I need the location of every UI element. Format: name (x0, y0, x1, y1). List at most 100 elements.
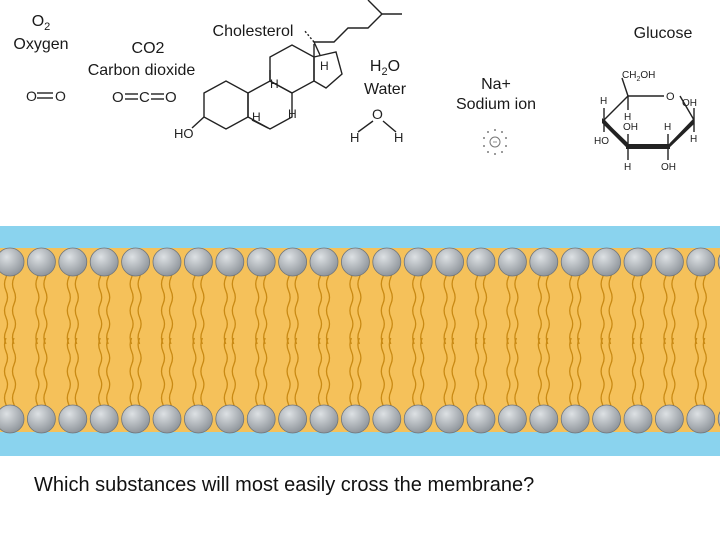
lipid-tail (702, 337, 707, 419)
glucose-atom: H (624, 162, 631, 173)
lipid-tail (577, 263, 582, 345)
cholesterol-name: Cholesterol (212, 23, 294, 40)
lipid-tail (223, 263, 228, 345)
glucose-atom: H (624, 112, 631, 123)
lipid-tail (474, 337, 480, 419)
lipid-tail (263, 263, 268, 345)
lipid-tail (263, 337, 268, 419)
lipid-tail (482, 337, 488, 419)
lipid-tail (443, 337, 448, 419)
lipid-tail (663, 337, 668, 419)
lipid-tail (192, 263, 197, 345)
glucose-atom: OH (682, 98, 697, 109)
lipid-tail (325, 263, 331, 345)
glucose-atom: O (666, 91, 675, 103)
lipid-tail (380, 263, 385, 345)
lipid-tail (3, 263, 9, 345)
lipid-tail (325, 337, 331, 419)
lipid-tail (137, 263, 142, 345)
lipid-tail (639, 263, 645, 345)
lipid-tail (639, 337, 645, 419)
lipid-tail (600, 263, 605, 345)
lipid-tail (98, 337, 103, 419)
lipid-tail (200, 263, 205, 345)
cholesterol-atom: H (270, 77, 279, 91)
water-structure: O H H (350, 106, 403, 145)
phospholipid-head (403, 404, 433, 434)
glucose-structure: CH2OH O H OH H OH H H OH HO H OH (594, 70, 697, 173)
lipid-tail (160, 337, 166, 419)
lipid-tail (98, 263, 103, 345)
phospholipid-head (152, 247, 182, 277)
phospholipid-head (623, 404, 653, 434)
glucose-atom: OH (661, 162, 676, 173)
lipid-tail (451, 263, 456, 345)
phospholipid-head (183, 247, 213, 277)
oxygen-atom: O (55, 88, 66, 104)
lipid-tail (506, 337, 511, 419)
lipid-tail (357, 337, 362, 419)
phospholipid-head (655, 404, 684, 434)
phospholipid-head (58, 247, 88, 277)
phospholipid-head (592, 247, 621, 277)
lipid-tail (168, 263, 174, 345)
lipid-tail (545, 337, 550, 419)
phospholipid-head (403, 247, 433, 277)
water-label: H2O Water (350, 58, 420, 99)
lipid-tail (3, 337, 9, 419)
phospholipid-heads (0, 247, 720, 434)
lipid-tail (255, 337, 260, 419)
lipid-tail (412, 263, 417, 345)
phospholipid-head (372, 404, 402, 434)
phospholipid-head (215, 404, 245, 434)
lipid-tail (577, 337, 582, 419)
lipid-tail (451, 337, 456, 419)
phospholipid-head (309, 404, 339, 434)
phospholipid-head (309, 247, 339, 277)
oxygen-label: O2 Oxygen (6, 13, 76, 54)
glucose-atom: H (664, 122, 671, 133)
lipid-tail (74, 263, 79, 345)
water-formula: H2O (369, 58, 401, 79)
glucose-atom: HO (594, 136, 609, 147)
glucose-name: Glucose (633, 25, 693, 42)
phospholipid-head (340, 404, 370, 434)
lipid-tail (474, 263, 480, 345)
co2-atom: O (112, 89, 124, 106)
lipid-tail (255, 263, 260, 345)
lipid-tails (3, 263, 707, 419)
lipid-tail (66, 263, 71, 345)
lipid-tail (514, 263, 519, 345)
lipid-tail (349, 263, 354, 345)
lipid-tail (608, 337, 613, 419)
lipid-tail (412, 337, 417, 419)
lipid-tail (129, 263, 134, 345)
lipid-tail (294, 337, 299, 419)
phospholipid-head (121, 247, 151, 277)
lipid-tail (380, 337, 385, 419)
lipid-tail (388, 263, 393, 345)
co2-atom: C (139, 89, 150, 106)
lipid-tail (694, 337, 699, 419)
cholesterol-atom: H (252, 110, 261, 124)
cholesterol-atom: HO (174, 126, 194, 141)
lipid-tail (35, 263, 40, 345)
lipid-tail (506, 263, 511, 345)
glucose-atom: H (600, 96, 607, 107)
phospholipid-head (466, 247, 496, 277)
cytoplasm-water (0, 432, 720, 456)
phospholipid-head (278, 404, 308, 434)
phospholipid-head (592, 404, 621, 434)
sodium-name: Sodium ion (455, 96, 537, 113)
lipid-tail (671, 337, 676, 419)
phospholipid-head (466, 404, 496, 434)
water-name: Water (363, 81, 407, 99)
oxygen-structure: O O (26, 88, 66, 104)
phospholipid-head (121, 404, 151, 434)
lipid-tail (11, 337, 17, 419)
phospholipid-head (560, 247, 590, 277)
phospholipid-head (246, 247, 276, 277)
lipid-tail (420, 337, 425, 419)
lipid-tail (514, 337, 519, 419)
phospholipid-head (686, 247, 716, 277)
